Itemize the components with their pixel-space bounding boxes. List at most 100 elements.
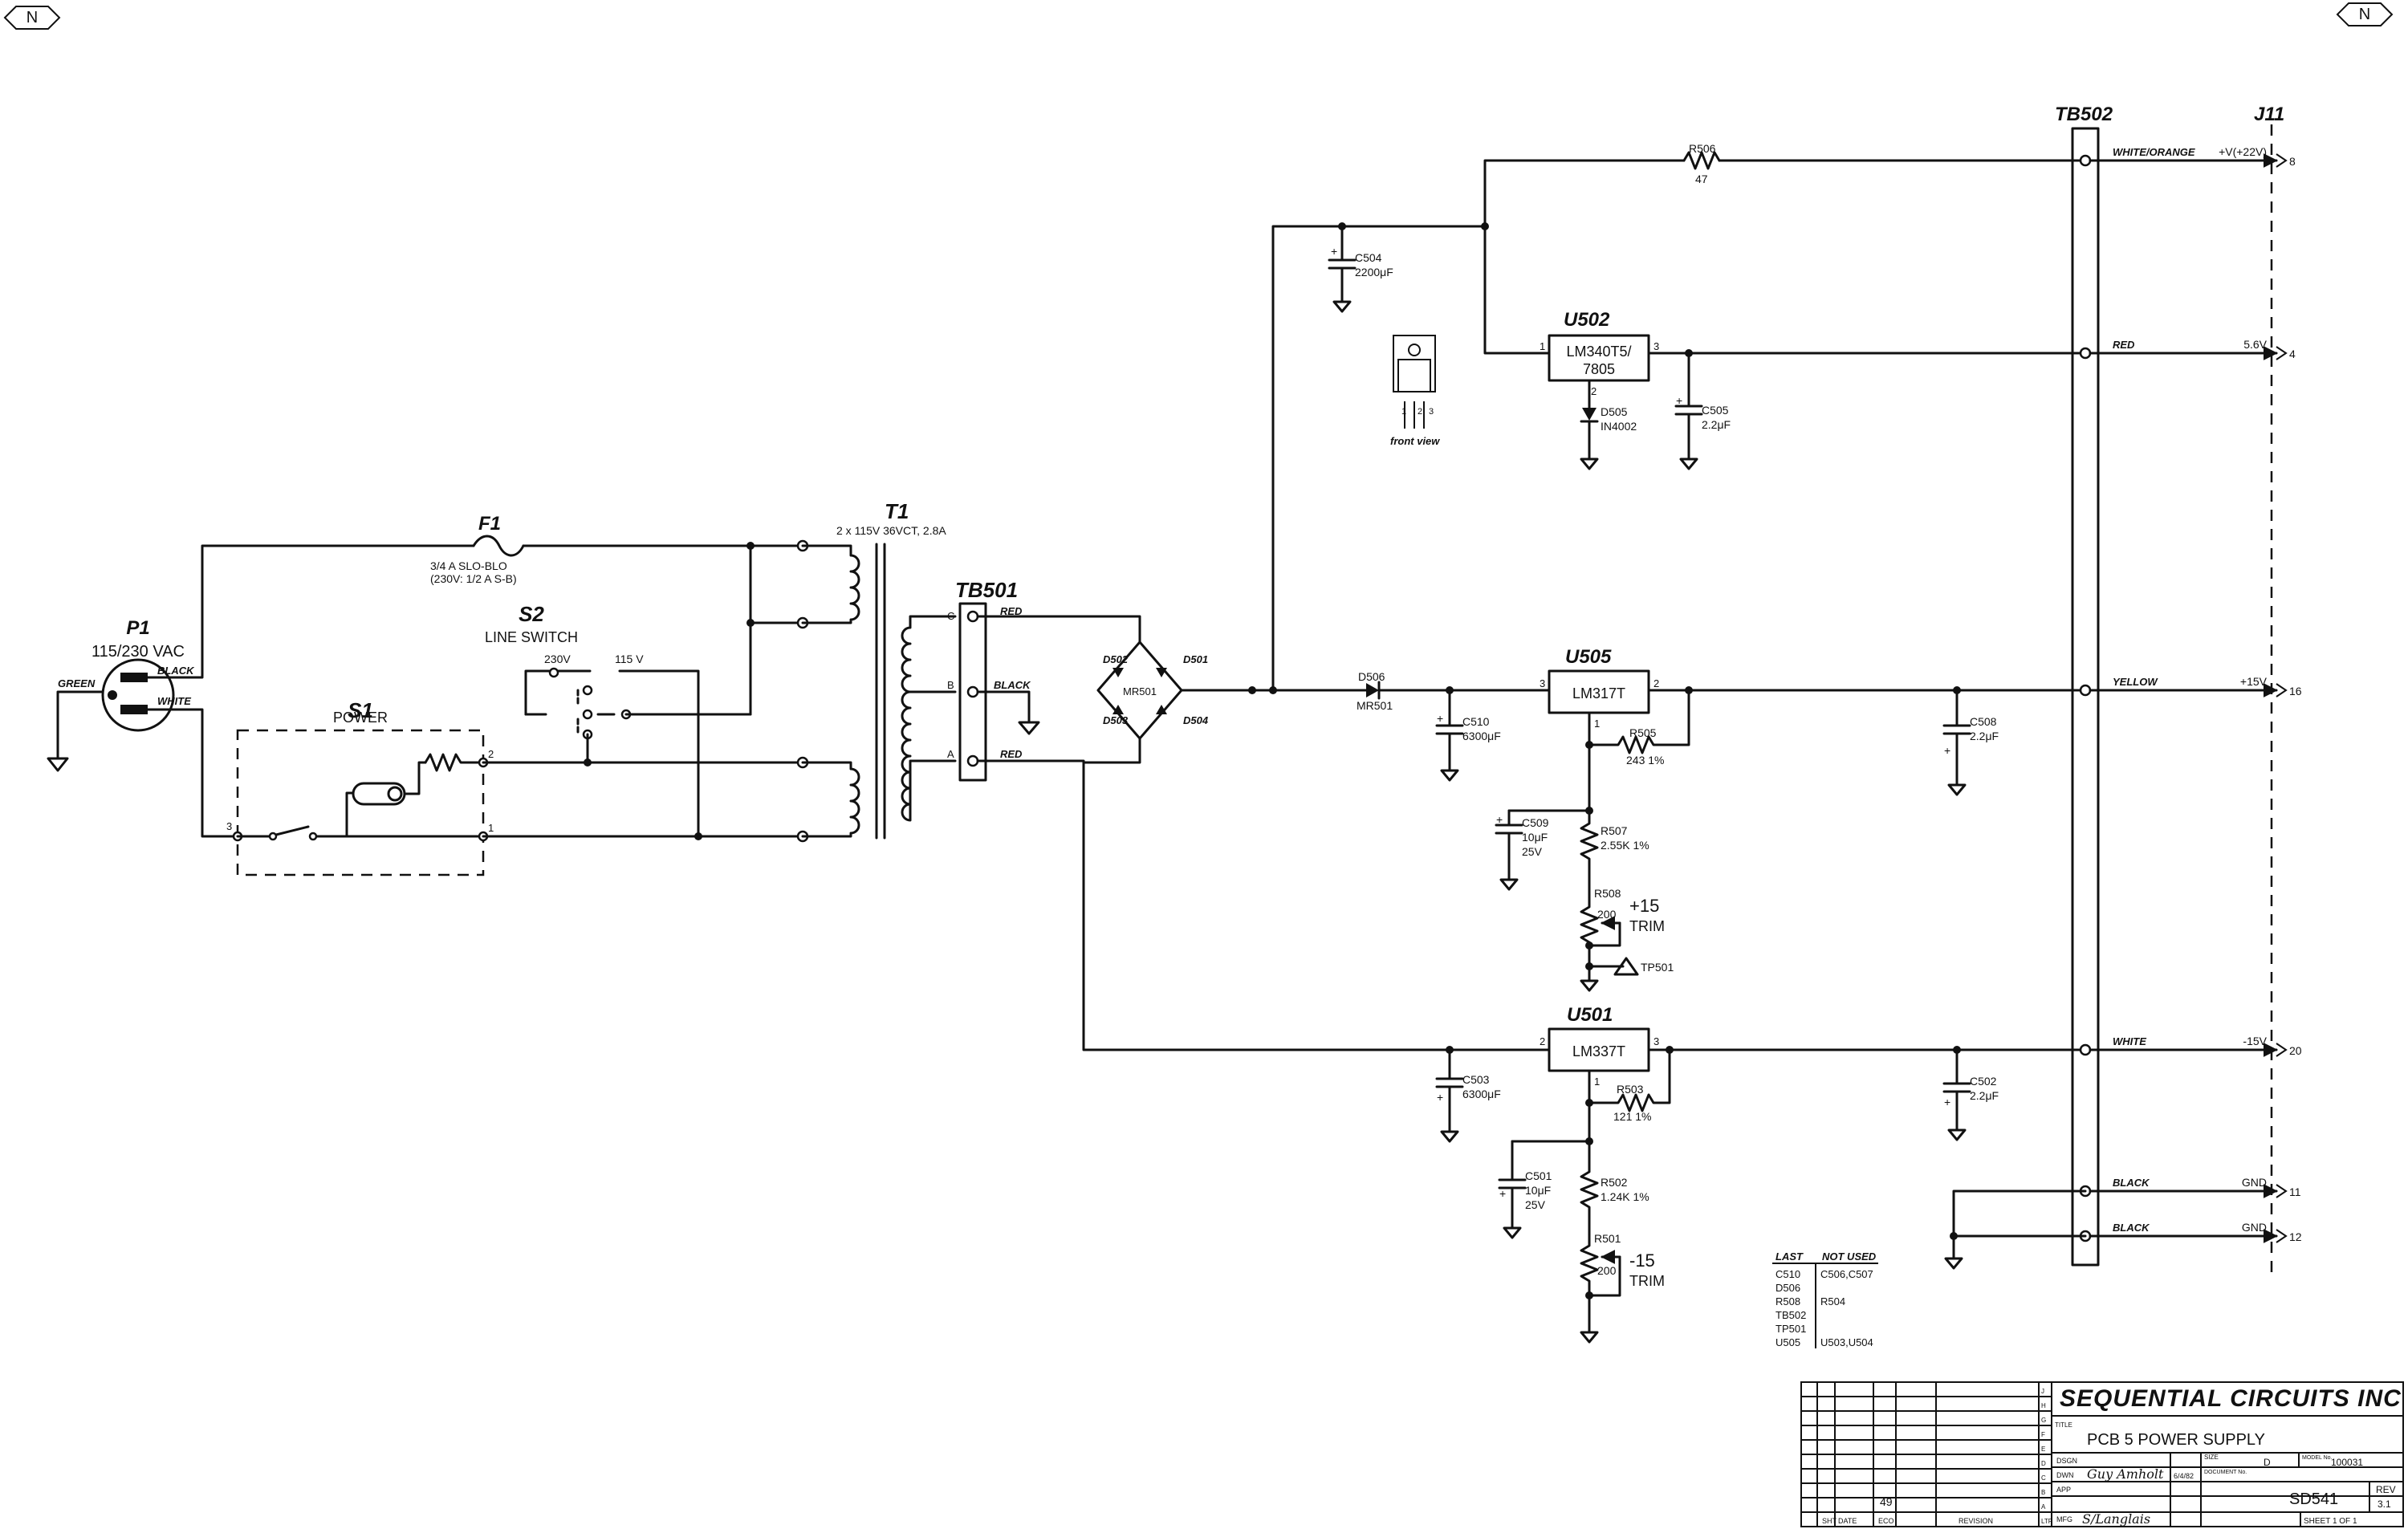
fuse-value: 3/4 A SLO-BLO <box>430 559 507 572</box>
orientation-mark-left-label: N <box>26 9 38 26</box>
ref-table-last: TP501 <box>1775 1323 1806 1335</box>
u505-ref: U505 <box>1565 646 1612 668</box>
u505-pin-2: 2 <box>1653 677 1659 689</box>
u505-part: LM317T <box>1572 685 1625 701</box>
u502-part-2: 7805 <box>1583 361 1615 377</box>
fuse-f1: F1 3/4 A SLO-BLO (230V: 1/2 A S-B) <box>430 513 525 585</box>
tb-model-label: MODEL No. <box>2302 1455 2333 1461</box>
tb-col-sheet: SHT <box>1822 1517 1837 1525</box>
regulator-u501: U501 LM337T 2 3 1 <box>1540 1004 1659 1088</box>
tb-dsgn-label: DSGN <box>2056 1457 2077 1465</box>
svg-text:+: + <box>1331 245 1337 258</box>
u501-part: LM337T <box>1572 1043 1625 1059</box>
resistor-r503: R503 121 1% <box>1588 1048 1671 1123</box>
output-wire-color: RED <box>2113 339 2135 351</box>
ref-table-not-used: R504 <box>1820 1295 1845 1307</box>
u502-pin-1: 1 <box>1540 340 1545 352</box>
tb501-pin-b: B <box>947 679 954 691</box>
tb-row-letter: J <box>2041 1388 2044 1395</box>
s1-pin-1: 1 <box>488 822 494 834</box>
diode-d504: D504 <box>1183 714 1209 726</box>
capacitor-c504: + C504 2200μF <box>1328 225 1393 313</box>
pkg-pin-3: 3 <box>1429 407 1434 417</box>
diode-d506: D506 MR501 <box>1271 670 1551 712</box>
r503-ref: R503 <box>1617 1083 1644 1096</box>
c504-value: 2200μF <box>1355 266 1393 279</box>
tb-col-eco: ECO <box>1878 1517 1894 1525</box>
output-signal: -15V <box>2243 1035 2267 1047</box>
output-wire-color: BLACK <box>2113 1222 2150 1234</box>
tb-row-letter: G <box>2041 1417 2046 1424</box>
r506-value: 47 <box>1695 173 1708 185</box>
transformer-t1: T1 2 x 115V 36VCT, 2.8A <box>801 499 957 840</box>
tb-dwn-label: DWN <box>2056 1471 2074 1479</box>
fuse-value-alt: (230V: 1/2 A S-B) <box>430 572 517 585</box>
svg-text:+: + <box>1944 1096 1950 1108</box>
terminal-tb502: TB502 <box>2055 104 2113 1267</box>
c503-value: 6300μF <box>1462 1088 1501 1100</box>
resistor-r502: R502 1.24K 1% <box>1580 1140 1649 1238</box>
resistor-r506: R506 47 <box>1682 142 1721 185</box>
orientation-mark-right: N <box>2336 2 2394 26</box>
c508-ref: C508 <box>1970 715 1997 728</box>
ref-table-not-used: U503,U504 <box>1820 1336 1873 1348</box>
fuse-ref: F1 <box>478 513 501 535</box>
plug-wire-white: WHITE <box>157 695 191 707</box>
output-wire-color: YELLOW <box>2113 676 2158 688</box>
tb501-pin-c: C <box>947 610 954 622</box>
pkg-pin-2: 2 <box>1418 407 1422 417</box>
switch-s2-ref: S2 <box>519 602 544 626</box>
tb-dwn-signature: Guy Amholt <box>2087 1466 2164 1482</box>
c509-value: 10μF <box>1522 831 1548 844</box>
plug-p1: P1 115/230 VAC GREEN BLACK WHITE <box>58 617 195 732</box>
switch-s1-ref: S1 <box>348 698 373 722</box>
trimmer-r501: R501 200 -15 TRIM <box>1580 1232 1665 1334</box>
ref-table-last: C510 <box>1775 1268 1800 1280</box>
output-row: WHITE/ORANGE+V(+22V)8 <box>2079 145 2296 168</box>
r501-trim-label-2: TRIM <box>1629 1273 1665 1289</box>
tb-row-letter: E <box>2041 1446 2045 1453</box>
tb-dwn-date: 6/4/82 <box>2174 1472 2194 1480</box>
diode-d501: D501 <box>1183 653 1208 665</box>
ref-table-last: TB502 <box>1775 1309 1806 1321</box>
pkg-note: front view <box>1390 435 1440 447</box>
tb-row-letter: LTR <box>2041 1518 2053 1525</box>
ref-table-last: R508 <box>1775 1295 1800 1307</box>
capacitor-c501: + C501 10μF 25V <box>1498 1140 1552 1239</box>
r501-ref: R501 <box>1594 1232 1621 1245</box>
u501-ref: U501 <box>1567 1004 1613 1026</box>
tb501-wire-b: BLACK <box>994 679 1031 691</box>
tb502-terminal <box>2079 1043 2092 1056</box>
output-wire-color: BLACK <box>2113 1177 2150 1189</box>
tb502-terminal <box>2079 154 2092 167</box>
r508-trim-label-2: TRIM <box>1629 918 1665 934</box>
d506-value: MR501 <box>1357 699 1393 712</box>
testpoint-tp501: TP501 <box>1613 957 1674 976</box>
output-wire-color: WHITE <box>2113 1035 2146 1047</box>
output-signal: +V(+22V) <box>2219 145 2267 158</box>
r505-ref: R505 <box>1629 726 1657 739</box>
switch-s2-name: LINE SWITCH <box>485 629 578 645</box>
plug-wire-black: BLACK <box>157 665 195 677</box>
pkg-pin-1: 1 <box>1401 407 1406 417</box>
regulator-u502: U502 LM340T5/ 7805 1 2 3 <box>1540 309 1659 397</box>
svg-text:+: + <box>1437 712 1443 725</box>
drawing-title: PCB 5 POWER SUPPLY <box>2087 1431 2265 1449</box>
output-signal: +15V <box>2240 675 2268 688</box>
r502-value: 1.24K 1% <box>1601 1190 1649 1203</box>
orientation-mark-left: N <box>3 6 61 30</box>
tb502-ref: TB502 <box>2055 104 2113 125</box>
trimmer-r508: R508 200 +15 TRIM <box>1580 887 1665 968</box>
svg-text:+: + <box>1496 813 1503 826</box>
ref-table-not-used: C506,C507 <box>1820 1268 1873 1280</box>
tb-rev-label: REV <box>2376 1484 2396 1495</box>
r508-ref: R508 <box>1594 887 1621 900</box>
j11-pin-number: 12 <box>2289 1230 2302 1243</box>
j11-pin-number: 16 <box>2289 685 2302 697</box>
diode-d503: D503 <box>1103 714 1129 726</box>
